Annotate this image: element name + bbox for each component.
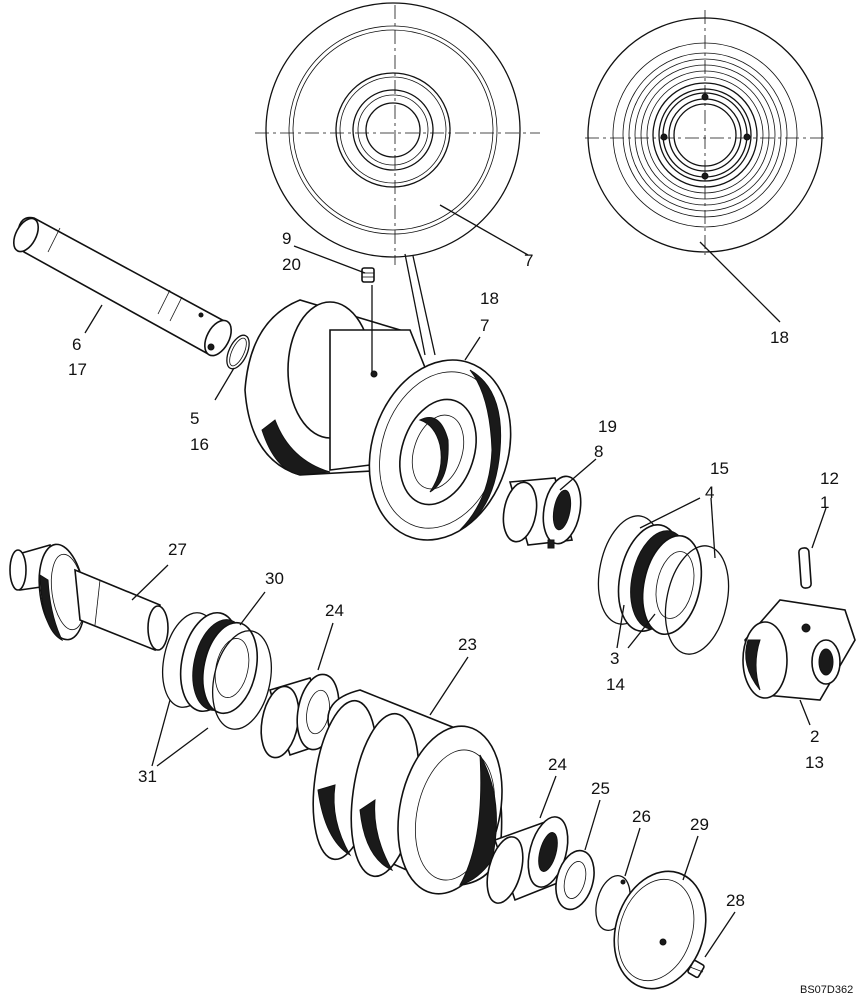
callout-9: 9 [282, 229, 291, 248]
callout-16: 16 [190, 435, 209, 454]
callout-5: 5 [190, 409, 199, 428]
end-cap [613, 870, 707, 990]
callout-14: 14 [606, 675, 625, 694]
callout-27: 27 [168, 540, 187, 559]
callout-15: 15 [710, 459, 729, 478]
callout-30: 30 [265, 569, 284, 588]
callout-28: 28 [726, 891, 745, 910]
roller-shaft [12, 216, 232, 357]
drawing-code: BS07D362 [800, 984, 853, 996]
callout-2: 2 [810, 727, 819, 746]
callout-24-upper: 24 [325, 601, 344, 620]
flanged-shaft [9, 543, 169, 652]
callout-7-upper: 7 [480, 316, 489, 335]
roller-double-flange-front-view [585, 10, 825, 255]
roller-front-view [255, 2, 540, 265]
bearing-right [486, 816, 569, 904]
leader-lines [84, 204, 827, 958]
callout-1: 1 [820, 493, 829, 512]
roll-pin [798, 547, 812, 589]
callout-17: 17 [68, 360, 87, 379]
drain-plug [687, 959, 705, 979]
o-ring [226, 334, 250, 370]
callout-6: 6 [72, 335, 81, 354]
seal-group-lower [162, 611, 272, 730]
upper-roller-assembly [244, 299, 512, 541]
callout-labels: 9 20 7 18 18 7 6 17 5 16 19 8 15 4 12 1 … [68, 229, 853, 996]
callout-18-upper: 18 [480, 289, 499, 308]
callout-18-front: 18 [770, 328, 789, 347]
callout-25: 25 [591, 779, 610, 798]
seal-group-upper [597, 515, 730, 655]
callout-12: 12 [820, 469, 839, 488]
callout-31: 31 [138, 767, 157, 786]
callout-13: 13 [805, 753, 824, 772]
callout-24-lower: 24 [548, 755, 567, 774]
end-support [742, 599, 856, 701]
callout-29: 29 [690, 815, 709, 834]
washer [555, 849, 595, 911]
callout-7-front: 7 [524, 251, 533, 270]
callout-4: 4 [705, 483, 714, 502]
callout-8: 8 [594, 442, 603, 461]
callout-19: 19 [598, 417, 617, 436]
callout-23: 23 [458, 635, 477, 654]
bushing [502, 475, 582, 549]
fill-plug [361, 267, 375, 283]
callout-3: 3 [610, 649, 619, 668]
lower-roller [312, 689, 503, 895]
callout-26: 26 [632, 807, 651, 826]
callout-20: 20 [282, 255, 301, 274]
